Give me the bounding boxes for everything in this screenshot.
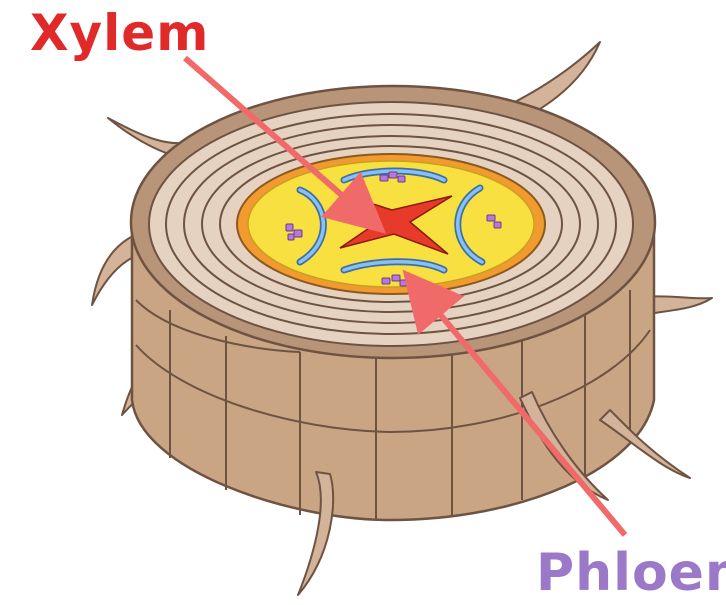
phloem-label: Phloem	[536, 547, 726, 599]
xylem-label: Xylem	[30, 8, 209, 58]
